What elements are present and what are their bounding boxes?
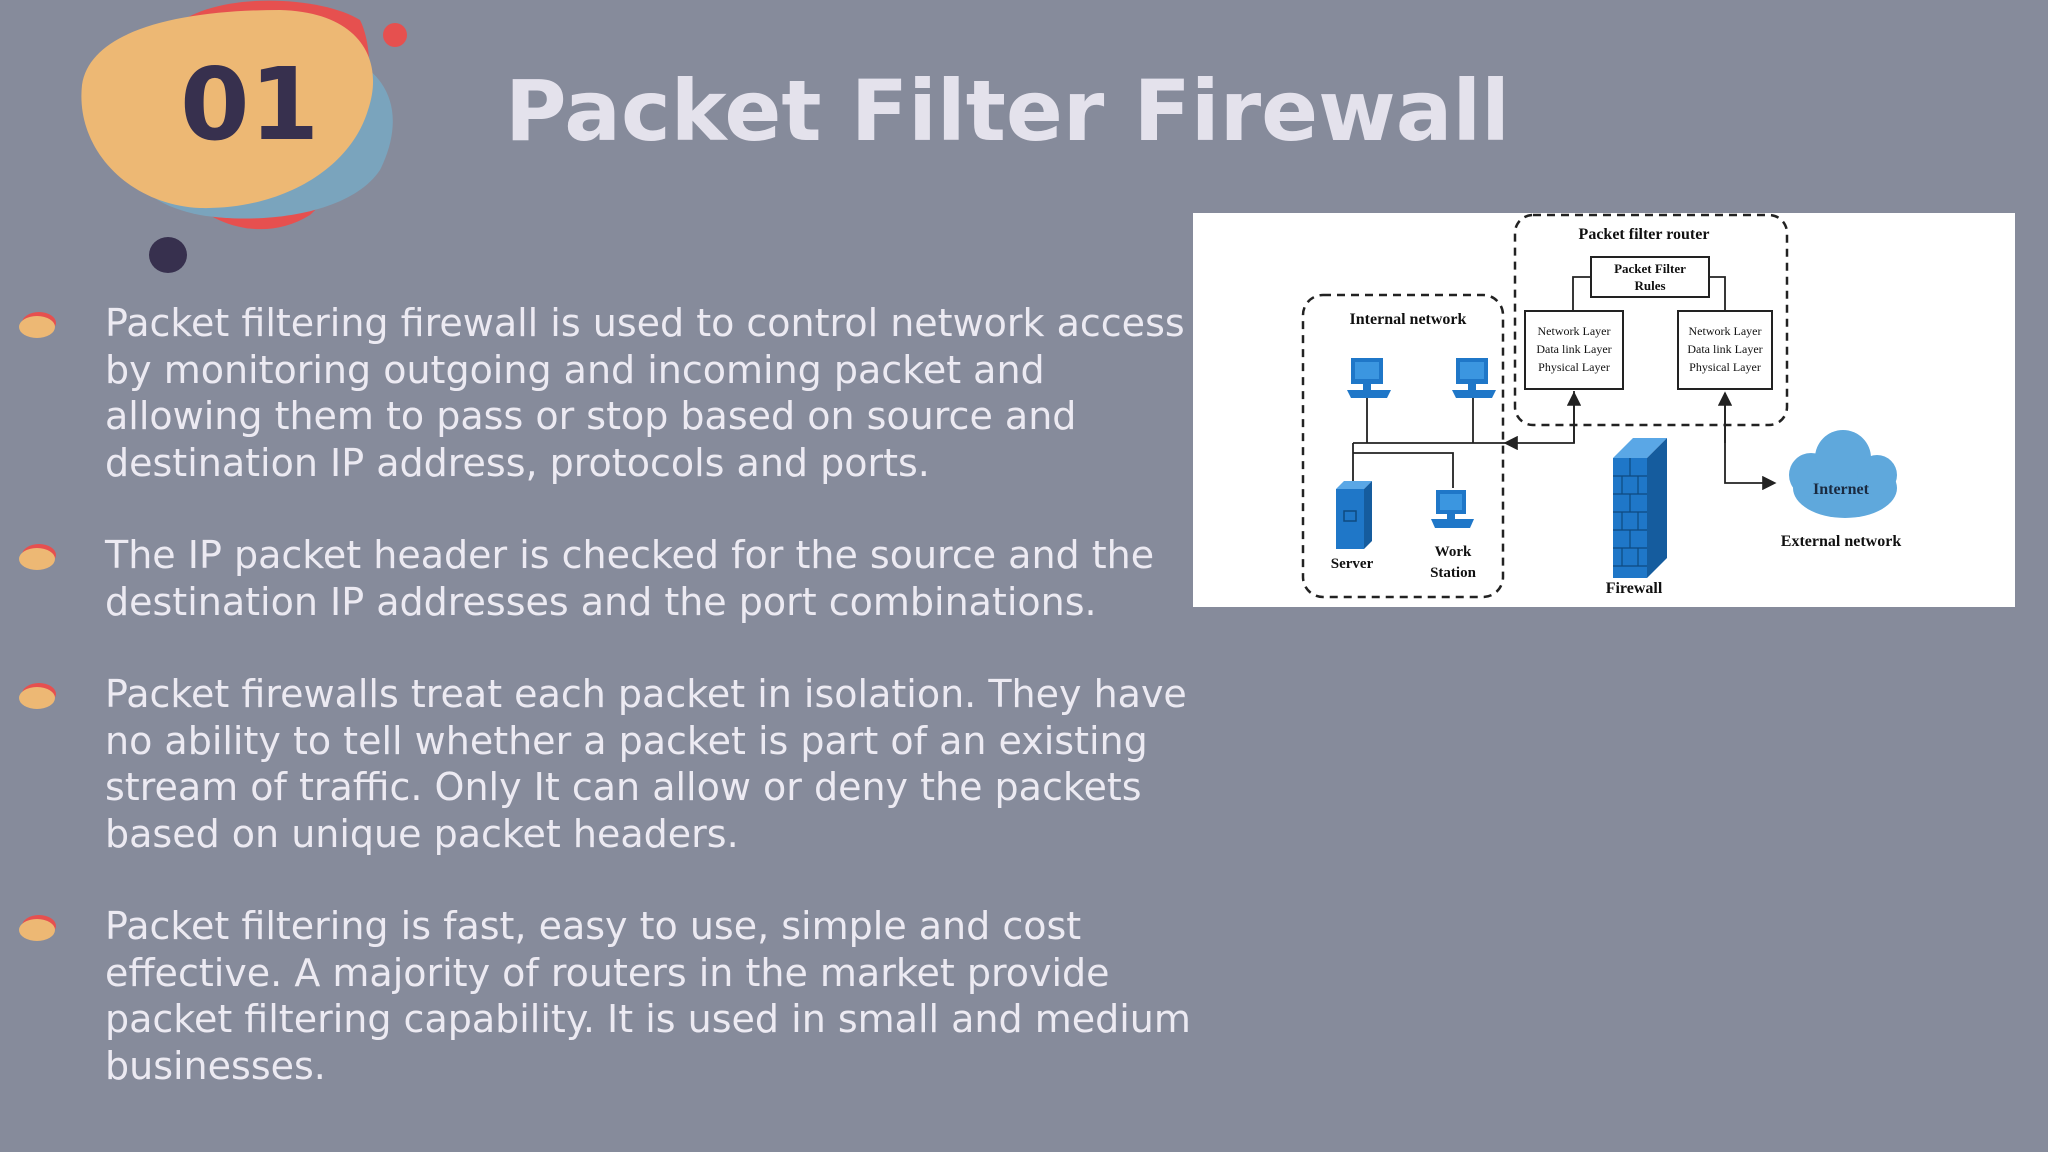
rules-connector-left xyxy=(1572,276,1591,311)
slide-number: 01 xyxy=(180,46,320,163)
network-diagram: Packet filter router Packet Filter Rules… xyxy=(1193,213,2015,607)
rules-connector-right xyxy=(1709,276,1726,311)
bullet-icon xyxy=(19,683,56,709)
bullet-text: Packet firewalls treat each packet in is… xyxy=(105,672,1187,856)
packet-filter-rules-line2: Rules xyxy=(1634,278,1665,293)
layer-left-2: Data link Layer xyxy=(1536,342,1611,356)
computer-icon xyxy=(1347,358,1391,398)
layers-box-right xyxy=(1677,310,1773,390)
decorative-blob xyxy=(81,0,407,273)
workstation-icon xyxy=(1431,490,1474,528)
net-line xyxy=(1353,452,1454,488)
bullet-item: Packet filtering is fast, easy to use, s… xyxy=(15,903,1195,1089)
workstation-label-2: Station xyxy=(1430,565,1477,581)
firewall-icon xyxy=(1613,438,1667,578)
internal-network-label: Internal network xyxy=(1350,311,1467,328)
bullet-text: Packet filtering is fast, easy to use, s… xyxy=(105,904,1191,1088)
layer-left-3: Physical Layer xyxy=(1538,360,1610,374)
bullet-icon xyxy=(19,544,56,570)
external-network-label: External network xyxy=(1781,533,1902,550)
cloud-icon xyxy=(1789,430,1897,518)
bullet-text: The IP packet header is checked for the … xyxy=(105,533,1155,624)
arrow-router-to-internet xyxy=(1724,393,1777,491)
firewall-label: Firewall xyxy=(1606,580,1663,597)
layers-box-left xyxy=(1524,310,1624,390)
layer-right-2: Data link Layer xyxy=(1687,342,1762,356)
workstation-label-1: Work xyxy=(1435,544,1472,560)
layer-left-1: Network Layer xyxy=(1538,324,1611,338)
bullet-list: Packet filtering firewall is used to con… xyxy=(15,300,1195,1135)
blob-red-dot xyxy=(383,23,407,47)
blob-orange-shape xyxy=(81,10,374,209)
packet-filter-router-label: Packet filter router xyxy=(1579,226,1710,243)
server-icon xyxy=(1336,481,1372,549)
server-label: Server xyxy=(1331,556,1374,572)
bullet-item: Packet firewalls treat each packet in is… xyxy=(15,671,1195,857)
packet-filter-router-box xyxy=(1513,213,1789,427)
blob-dark-dot xyxy=(149,237,187,273)
bullet-icon xyxy=(19,312,56,338)
bullet-item: The IP packet header is checked for the … xyxy=(15,532,1195,625)
packet-filter-rules-line1: Packet Filter xyxy=(1614,261,1686,276)
layer-right-1: Network Layer xyxy=(1689,324,1762,338)
network-diagram-svg: Packet filter router Packet Filter Rules… xyxy=(1301,213,1902,599)
packet-filter-rules-box xyxy=(1590,256,1710,298)
internal-network-box xyxy=(1301,293,1505,599)
computer-icon xyxy=(1452,358,1496,398)
bullet-icon xyxy=(19,915,56,941)
layer-right-3: Physical Layer xyxy=(1689,360,1761,374)
slide-title: Packet Filter Firewall xyxy=(505,62,1510,160)
bullet-text: Packet filtering firewall is used to con… xyxy=(105,301,1185,485)
internet-label: Internet xyxy=(1813,481,1870,498)
bullet-item: Packet filtering firewall is used to con… xyxy=(15,300,1195,486)
